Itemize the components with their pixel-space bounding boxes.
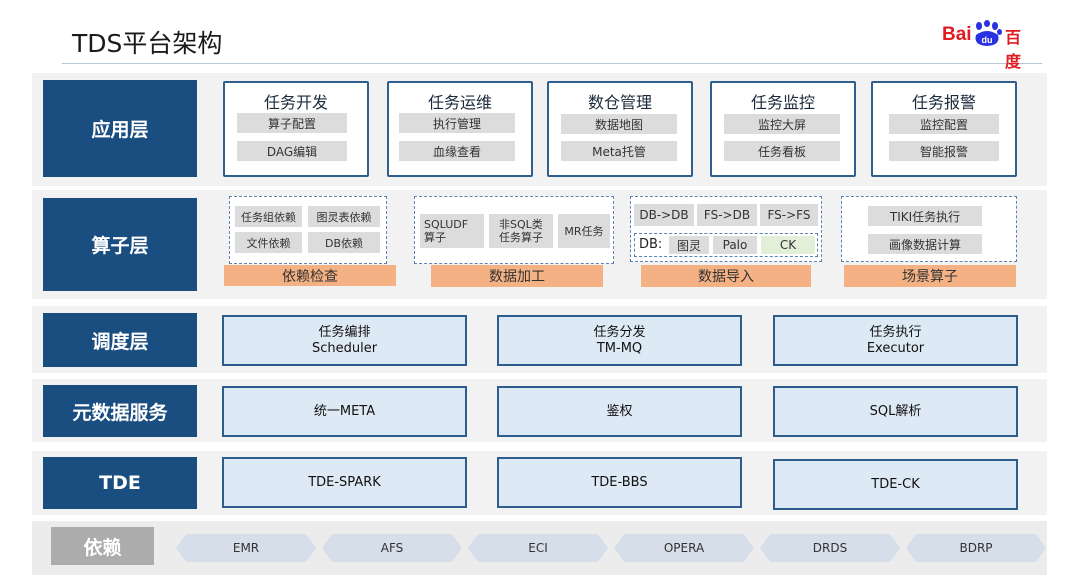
executor-english: Executor bbox=[867, 341, 924, 357]
app-item[interactable]: 智能报警 bbox=[889, 141, 999, 161]
operator-chip[interactable]: Palo bbox=[713, 236, 757, 254]
dispatcher-name: 任务分发 bbox=[593, 325, 645, 341]
operator-chip[interactable]: MR任务 bbox=[558, 214, 610, 248]
dependency-chip[interactable]: OPERA bbox=[614, 534, 754, 562]
operator-category-label: 数据导入 bbox=[641, 265, 811, 287]
dispatcher-box[interactable]: 任务分发 TM-MQ bbox=[497, 315, 742, 366]
app-card-task-ops[interactable]: 任务运维 执行管理 血缘查看 bbox=[387, 81, 533, 177]
logo-chinese: 百度 bbox=[1005, 24, 1034, 72]
operator-chip[interactable]: 非SQL类 任务算子 bbox=[489, 214, 553, 248]
meta-box-auth[interactable]: 鉴权 bbox=[497, 386, 742, 437]
app-card-title: 任务报警 bbox=[873, 89, 1015, 113]
app-item[interactable]: 血缘查看 bbox=[399, 141, 515, 161]
data-processing-group: SQLUDF 算子 非SQL类 任务算子 MR任务 bbox=[414, 196, 614, 264]
app-item[interactable]: 算子配置 bbox=[237, 113, 347, 133]
operator-chip[interactable]: 图灵 bbox=[669, 236, 709, 254]
scheduler-box[interactable]: 任务编排 Scheduler bbox=[222, 315, 467, 366]
operator-category-label: 场景算子 bbox=[844, 265, 1016, 287]
app-card-alert[interactable]: 任务报警 监控配置 智能报警 bbox=[871, 81, 1017, 177]
operator-chip[interactable]: 文件依赖 bbox=[235, 232, 302, 253]
operator-chip[interactable]: SQLUDF 算子 bbox=[420, 214, 484, 248]
dependency-chip[interactable]: EMR bbox=[176, 534, 316, 562]
app-item[interactable]: 任务看板 bbox=[724, 141, 840, 161]
executor-name: 任务执行 bbox=[869, 325, 921, 341]
app-card-warehouse[interactable]: 数仓管理 数据地图 Meta托管 bbox=[547, 81, 693, 177]
baidu-logo: Bai du 百度 bbox=[942, 18, 1034, 50]
dispatcher-english: TM-MQ bbox=[597, 341, 642, 357]
title-divider bbox=[62, 63, 1042, 64]
dependency-check-group: 任务组依赖 图灵表依赖 文件依赖 DB依赖 bbox=[229, 196, 387, 264]
data-import-group: DB->DB FS->DB FS->FS DB: 图灵 Palo CK bbox=[630, 196, 822, 262]
operator-chip[interactable]: 任务组依赖 bbox=[235, 206, 302, 227]
operator-chip[interactable]: 图灵表依赖 bbox=[308, 206, 380, 227]
app-card-title: 数仓管理 bbox=[549, 89, 691, 113]
scheduler-name: 任务编排 bbox=[318, 325, 370, 341]
app-item[interactable]: Meta托管 bbox=[561, 141, 677, 161]
layer-label-operator: 算子层 bbox=[43, 198, 197, 291]
layer-label-app: 应用层 bbox=[43, 80, 197, 177]
meta-box-unified[interactable]: 统一META bbox=[222, 386, 467, 437]
app-item[interactable]: 执行管理 bbox=[399, 113, 515, 133]
dependency-chip[interactable]: AFS bbox=[322, 534, 462, 562]
tde-box-ck[interactable]: TDE-CK bbox=[773, 459, 1018, 510]
operator-chip[interactable]: FS->DB bbox=[697, 204, 757, 226]
app-card-task-dev[interactable]: 任务开发 算子配置 DAG编辑 bbox=[223, 81, 369, 177]
dependency-chip[interactable]: DRDS bbox=[760, 534, 900, 562]
app-item[interactable]: 监控配置 bbox=[889, 114, 999, 134]
operator-category-label: 依赖检查 bbox=[224, 265, 396, 286]
app-item[interactable]: 数据地图 bbox=[561, 114, 677, 134]
logo-bai: Bai bbox=[942, 24, 972, 46]
logo-du: du bbox=[982, 35, 993, 45]
app-card-monitor[interactable]: 任务监控 监控大屏 任务看板 bbox=[710, 81, 856, 177]
app-card-title: 任务监控 bbox=[712, 89, 854, 113]
meta-box-sql[interactable]: SQL解析 bbox=[773, 386, 1018, 437]
layer-label-tde: TDE bbox=[43, 457, 197, 509]
app-item[interactable]: DAG编辑 bbox=[237, 141, 347, 161]
app-card-title: 任务运维 bbox=[389, 89, 531, 113]
operator-chip[interactable]: CK bbox=[761, 236, 815, 254]
operator-category-label: 数据加工 bbox=[431, 265, 603, 287]
app-item[interactable]: 监控大屏 bbox=[724, 114, 840, 134]
db-target-row: DB: 图灵 Palo CK bbox=[634, 233, 818, 257]
operator-chip[interactable]: FS->FS bbox=[760, 204, 818, 226]
dependency-chip[interactable]: ECI bbox=[468, 534, 608, 562]
dependency-chip[interactable]: BDRP bbox=[906, 534, 1046, 562]
executor-box[interactable]: 任务执行 Executor bbox=[773, 315, 1018, 366]
tde-box-spark[interactable]: TDE-SPARK bbox=[222, 457, 467, 508]
operator-chip[interactable]: 画像数据计算 bbox=[868, 234, 982, 254]
layer-label-dependency: 依赖 bbox=[51, 527, 154, 565]
tde-box-bbs[interactable]: TDE-BBS bbox=[497, 457, 742, 508]
operator-chip[interactable]: DB->DB bbox=[634, 204, 694, 226]
layer-label-scheduler: 调度层 bbox=[43, 313, 197, 367]
layer-label-meta: 元数据服务 bbox=[43, 385, 197, 437]
operator-chip[interactable]: TIKI任务执行 bbox=[868, 206, 982, 226]
scene-operator-group: TIKI任务执行 画像数据计算 bbox=[841, 196, 1017, 262]
scheduler-english: Scheduler bbox=[312, 341, 377, 357]
page-title: TDS平台架构 bbox=[72, 24, 222, 60]
app-card-title: 任务开发 bbox=[225, 89, 367, 113]
db-prefix-label: DB: bbox=[639, 237, 662, 252]
paw-icon: du bbox=[971, 20, 1003, 48]
operator-chip[interactable]: DB依赖 bbox=[308, 232, 380, 253]
